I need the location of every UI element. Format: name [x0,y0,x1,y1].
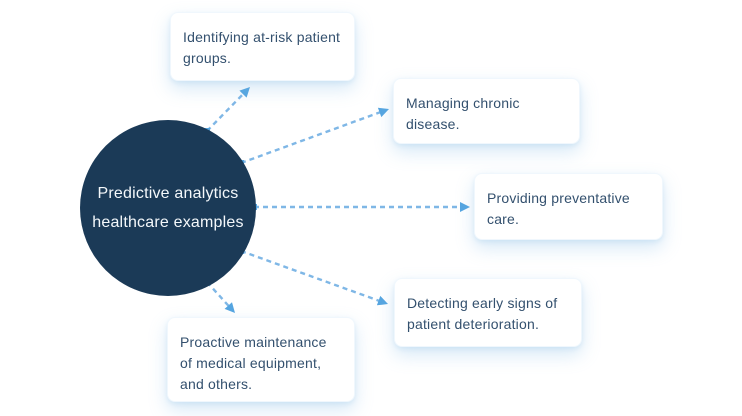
connector-arrowhead-icon-4 [224,302,235,313]
card-identifying-at-risk-patient-groups: Identifying at-risk patient groups. [170,12,355,81]
card-managing-chronic-disease: Managing chronic disease. [393,78,580,144]
central-topic-circle: Predictive analytics healthcare examples [80,120,256,296]
connector-arrowhead-icon-2 [460,202,470,212]
connector-arrowhead-icon-0 [239,87,250,98]
connector-dashed-line-4 [206,281,230,308]
card-proactive-maintenance: Proactive maintenance of medical equipme… [167,317,355,402]
central-topic-label: Predictive analytics healthcare examples [92,185,244,231]
connector-arrowhead-icon-1 [377,107,389,118]
card-label-managing: Managing chronic disease. [406,95,520,132]
card-providing-preventative-care: Providing preventative care. [474,173,663,240]
card-label-preventative: Providing preventative care. [487,190,630,227]
card-label-proactive: Proactive maintenance of medical equipme… [180,334,327,392]
card-detecting-early-signs: Detecting early signs of patient deterio… [394,278,582,347]
connector-dashed-line-3 [240,249,380,303]
card-label-detecting: Detecting early signs of patient deterio… [407,295,558,332]
connector-dashed-line-0 [206,92,245,132]
connector-dashed-line-1 [240,110,381,165]
card-label-identifying: Identifying at-risk patient groups. [183,29,341,66]
connector-arrowhead-icon-3 [376,295,388,306]
